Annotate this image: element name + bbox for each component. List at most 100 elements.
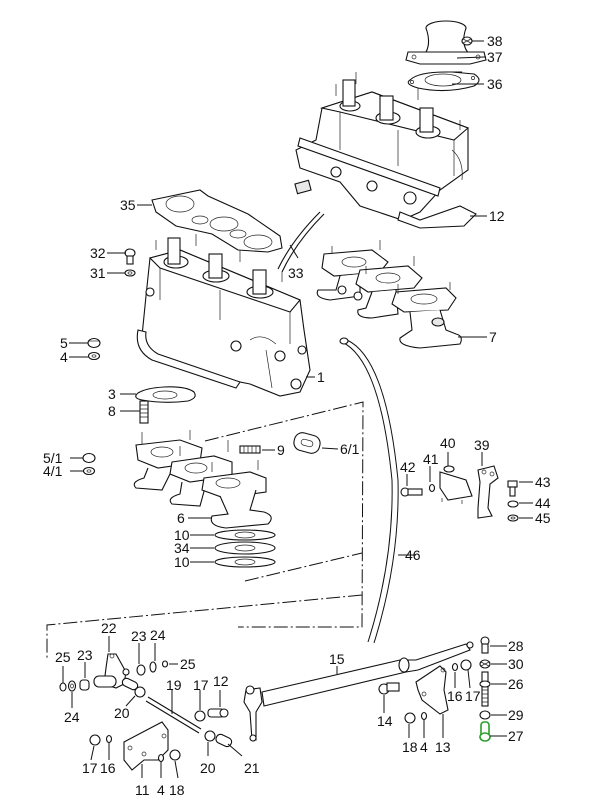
ball-stud-part-12[interactable] (207, 708, 229, 718)
washer-part-16-b[interactable] (451, 662, 459, 672)
callout-39: 39 (474, 437, 490, 453)
callout-1: 1 (317, 369, 325, 385)
nut-part-18-a[interactable] (169, 749, 181, 761)
callout-17-a: 17 (193, 677, 209, 693)
pin-part-27[interactable] (479, 721, 491, 742)
callout-17-b: 17 (82, 760, 98, 776)
callout-18-a: 18 (169, 782, 185, 798)
intake-manifold-part-7[interactable] (316, 240, 462, 349)
carburetor-body-part-1[interactable] (136, 234, 311, 397)
stud-part-9[interactable] (239, 445, 261, 454)
callout-4-c: 4 (420, 739, 428, 755)
washer-part-4[interactable] (87, 351, 101, 361)
bracket-part-11[interactable] (123, 721, 169, 771)
nut-part-38[interactable] (461, 36, 473, 46)
callout-30: 30 (508, 656, 524, 672)
callout-17-c: 17 (465, 688, 481, 704)
gasket-part-35[interactable] (151, 189, 283, 253)
callout-15: 15 (329, 651, 345, 667)
callout-21: 21 (244, 760, 260, 776)
callout-5-1: 5/1 (43, 450, 63, 466)
callout-33: 33 (288, 265, 304, 281)
callout-6-1: 6/1 (340, 441, 360, 457)
callout-6: 6 (177, 510, 185, 526)
callout-37: 37 (487, 49, 503, 65)
callout-28: 28 (508, 638, 524, 654)
bushing-part-23-a[interactable] (79, 679, 90, 691)
washer-part-4-c[interactable] (420, 711, 428, 721)
ball-stud-part-21[interactable] (215, 733, 233, 748)
callout-19: 19 (166, 677, 182, 693)
rod-part-19[interactable] (121, 677, 202, 734)
callout-5: 5 (60, 335, 68, 351)
screw-part-32[interactable] (124, 248, 136, 265)
washer-part-4-1[interactable] (82, 466, 96, 476)
washer-part-24-b[interactable] (149, 661, 157, 673)
washer-part-31[interactable] (124, 269, 136, 277)
callout-12-carburetor: 12 (489, 208, 505, 224)
callout-25-b: 25 (180, 656, 196, 672)
washer-part-44[interactable] (507, 500, 519, 508)
nut-part-17-a[interactable] (194, 710, 206, 722)
hose-part-33[interactable] (277, 211, 325, 273)
callout-14: 14 (377, 713, 393, 729)
nut-part-17-c[interactable] (460, 659, 472, 671)
callout-46: 46 (405, 547, 421, 563)
stud-part-26[interactable] (479, 671, 491, 707)
group-bracket-line (46, 401, 364, 660)
shaft-part-15[interactable] (243, 641, 474, 742)
washer-part-24-a[interactable] (67, 680, 77, 692)
callout-10-b: 10 (174, 554, 190, 570)
washer-part-25-b[interactable] (161, 660, 169, 668)
callout-4: 4 (60, 349, 68, 365)
callout-labels: 38 37 36 12 35 32 31 33 5 4 7 1 3 8 5/1 … (43, 33, 551, 798)
callout-32: 32 (90, 245, 106, 261)
nut-part-17-b[interactable] (89, 734, 101, 746)
callout-45: 45 (535, 510, 551, 526)
bolt-part-42[interactable] (400, 487, 423, 497)
carburetor-assembly-part-12[interactable] (294, 72, 477, 229)
nut-part-18-b[interactable] (404, 712, 416, 724)
washer-part-45[interactable] (507, 514, 519, 522)
ball-socket-part-20-a[interactable] (134, 686, 146, 698)
callout-23-a: 23 (77, 647, 93, 663)
grommet-part-6-1[interactable] (292, 431, 322, 455)
fuel-hose-part-46[interactable] (339, 337, 399, 644)
callout-9: 9 (277, 442, 285, 458)
callout-27: 27 (508, 728, 524, 744)
bracket-part-13[interactable] (415, 665, 449, 715)
ball-stud-part-14[interactable] (378, 682, 400, 695)
nut-part-30[interactable] (479, 659, 491, 669)
callout-24-a: 24 (64, 709, 80, 725)
washer-part-25-a[interactable] (59, 682, 67, 692)
nut-part-29[interactable] (479, 710, 491, 720)
washer-part-16-a[interactable] (105, 734, 113, 744)
nut-part-5[interactable] (87, 337, 101, 349)
ball-socket-part-20-b[interactable] (204, 730, 216, 742)
gasket-part-36[interactable] (407, 71, 480, 92)
callout-4-b: 4 (157, 782, 165, 798)
callout-22: 22 (101, 620, 117, 636)
gasket-part-3[interactable] (135, 386, 196, 403)
callout-10-a: 10 (174, 527, 190, 543)
callout-25-a: 25 (55, 649, 71, 665)
intake-manifold-part-6[interactable] (133, 430, 272, 529)
washer-part-41[interactable] (428, 483, 436, 493)
bushing-part-23-b[interactable] (136, 664, 146, 676)
gasket-part-10-b[interactable] (214, 556, 276, 568)
callout-11: 11 (135, 782, 150, 798)
bracket-part-39[interactable] (477, 465, 499, 519)
spacer-part-34[interactable] (214, 541, 276, 555)
nut-part-5-1[interactable] (82, 452, 96, 464)
stud-part-8[interactable] (139, 400, 149, 424)
gasket-part-10-a[interactable] (214, 529, 276, 541)
lever-part-22[interactable] (93, 653, 130, 689)
callout-18-b: 18 (402, 739, 418, 755)
pin-part-28[interactable] (480, 636, 490, 654)
washer-part-4-b[interactable] (157, 753, 165, 763)
callout-43: 43 (535, 474, 551, 490)
callout-20-a: 20 (114, 705, 130, 721)
bolt-part-43[interactable] (507, 480, 518, 497)
switch-part-40[interactable] (439, 465, 473, 504)
callout-26: 26 (508, 676, 524, 692)
